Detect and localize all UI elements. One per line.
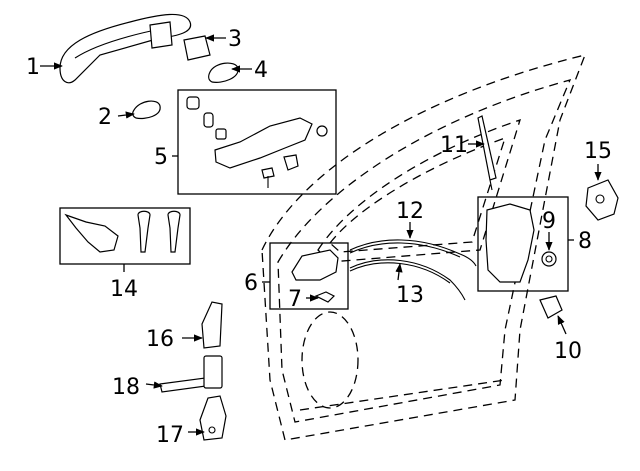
callout-15: 15 xyxy=(584,139,612,164)
striker-part xyxy=(585,179,619,221)
hinge-upper-part xyxy=(201,301,223,349)
callout-12: 12 xyxy=(396,199,424,224)
lock-cylinder-box xyxy=(59,207,191,265)
callout-2: 2 xyxy=(98,105,112,130)
callout-13: 13 xyxy=(396,283,424,308)
callout-17: 17 xyxy=(156,423,184,448)
door-outline xyxy=(261,54,587,441)
callout-10: 10 xyxy=(554,339,582,364)
outside-handle-part xyxy=(59,13,192,84)
callout-8: 8 xyxy=(578,229,592,254)
callout-11: 11 xyxy=(440,133,468,158)
lock-rod-part xyxy=(477,115,497,191)
leader-arrows xyxy=(40,34,602,436)
callout-7: 7 xyxy=(288,287,302,312)
callout-6: 6 xyxy=(244,271,258,296)
door-check-part xyxy=(159,355,223,393)
gasket-part-2 xyxy=(132,100,161,120)
hinge-lower-part xyxy=(199,395,227,441)
callout-14: 14 xyxy=(110,277,138,302)
callout-18: 18 xyxy=(112,375,140,400)
callout-1: 1 xyxy=(26,55,40,80)
callout-4: 4 xyxy=(254,58,268,83)
callout-9: 9 xyxy=(542,209,556,234)
inside-handle-box xyxy=(269,242,349,310)
frame-assembly-box xyxy=(177,89,337,195)
callout-labels: 1 3 4 2 5 6 7 8 9 10 11 12 13 14 15 16 1… xyxy=(26,27,612,448)
callout-16: 16 xyxy=(146,327,174,352)
callout-3: 3 xyxy=(228,27,242,52)
lock-actuator-box xyxy=(477,196,569,292)
clip-part-10 xyxy=(539,295,563,319)
handle-cap-part xyxy=(183,35,211,61)
gasket-part-4 xyxy=(208,62,239,83)
callout-5: 5 xyxy=(154,145,168,170)
